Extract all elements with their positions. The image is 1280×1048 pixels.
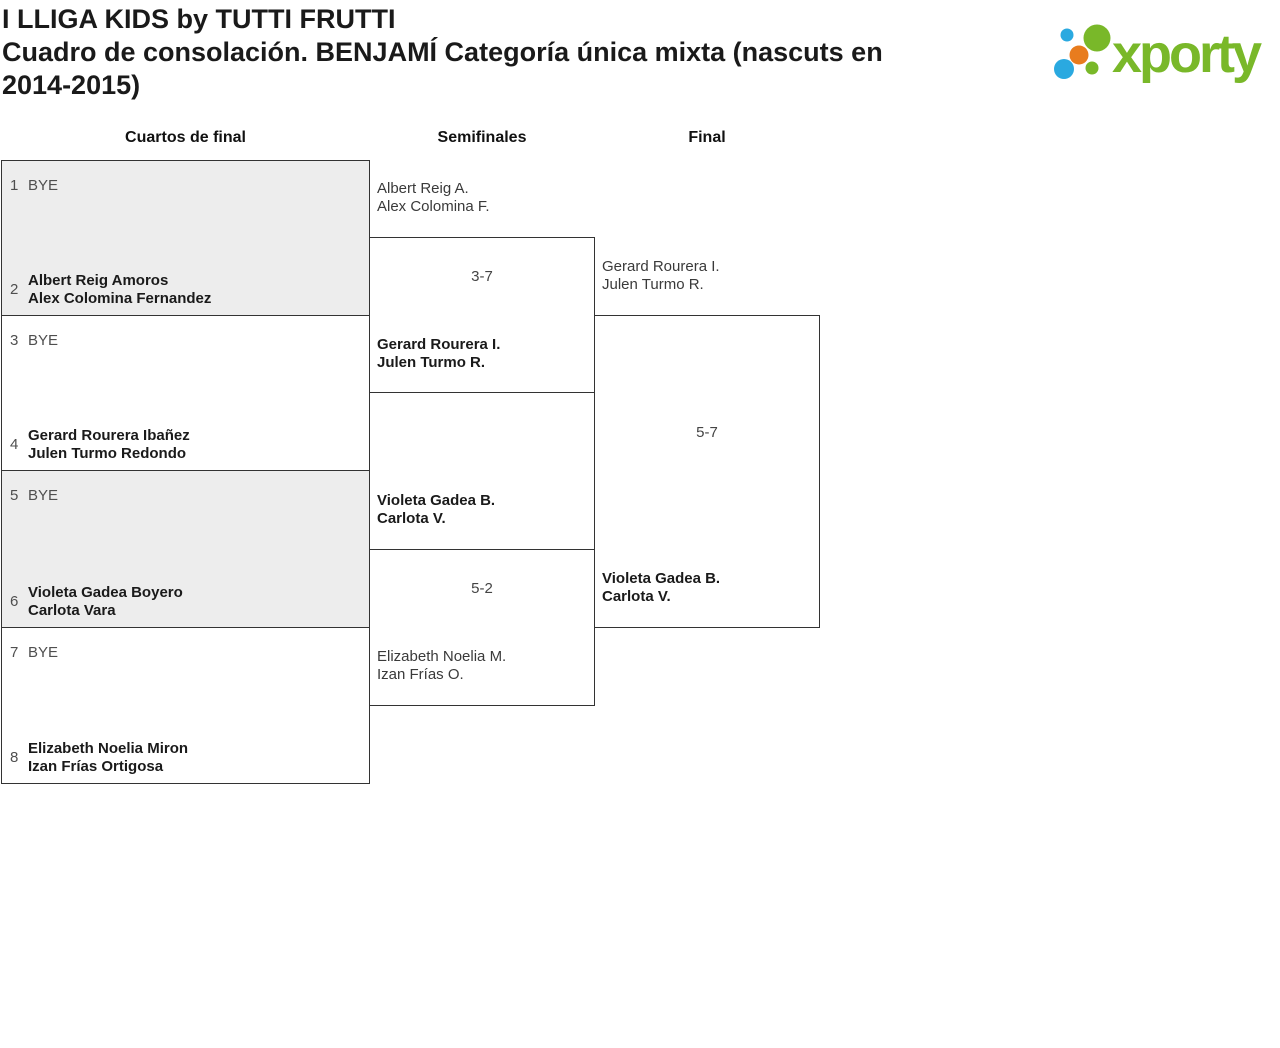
participant-name: Gerard Rourera I. <box>602 258 720 275</box>
participant-name: Elizabeth Noelia Miron <box>28 740 189 757</box>
participant-name: Carlota Vara <box>28 602 116 619</box>
qf-match-1: 1 BYE 2 Albert Reig Amoros Alex Colomina… <box>1 160 370 316</box>
participant-name: Violeta Gadea Boyero <box>28 584 183 601</box>
logo-dots-icon: xporty <box>1054 24 1265 84</box>
participant-name: Gerard Rourera I. <box>377 336 501 353</box>
participant-name: Elizabeth Noelia M. <box>377 648 507 665</box>
match-score: 5-7 <box>696 424 718 441</box>
bye-label: BYE <box>28 644 59 661</box>
seed-number: 8 <box>10 749 19 766</box>
seed-number: 3 <box>10 332 19 349</box>
participant-name: Izan Frías O. <box>377 666 464 683</box>
seed-number: 4 <box>10 436 19 453</box>
seed-number: 1 <box>10 177 19 194</box>
round-header-final: Final <box>688 129 726 146</box>
sf1-top-participant: Albert Reig A. Alex Colomina F. <box>377 180 490 216</box>
final-top-participant: Gerard Rourera I. Julen Turmo R. <box>602 258 720 294</box>
participant-name: Carlota V. <box>602 588 671 605</box>
bye-label: BYE <box>28 332 59 349</box>
match-score: 3-7 <box>471 268 493 285</box>
qf-match-2: 3 BYE 4 Gerard Rourera Ibañez Julen Turm… <box>1 315 370 471</box>
qf-match-4: 7 BYE 8 Elizabeth Noelia Miron Izan Fría… <box>1 627 370 784</box>
participant-name: Alex Colomina Fernandez <box>28 290 212 307</box>
participant-name: Violeta Gadea B. <box>602 570 721 587</box>
round-header-quarterfinals: Cuartos de final <box>125 129 246 146</box>
page-title: I LLIGA KIDS by TUTTI FRUTTI <box>2 4 396 34</box>
participant-pair: Albert Reig Amoros Alex Colomina Fernand… <box>28 272 211 308</box>
logo-wordmark: xporty <box>1112 24 1262 84</box>
seed-number: 6 <box>10 593 19 610</box>
sf1-bottom-participant: Gerard Rourera I. Julen Turmo R. <box>377 336 500 372</box>
participant-pair: Gerard Rourera Ibañez Julen Turmo Redond… <box>28 427 190 463</box>
final-bottom-participant: Violeta Gadea B. Carlota V. <box>602 570 720 606</box>
match-score: 5-2 <box>471 580 493 597</box>
participant-name: Izan Frías Ortigosa <box>28 758 164 775</box>
seed-number: 5 <box>10 487 19 504</box>
participant-name: Gerard Rourera Ibañez <box>28 427 190 444</box>
sf2-top-participant: Violeta Gadea B. Carlota V. <box>377 492 495 528</box>
participant-name: Julen Turmo R. <box>377 354 486 371</box>
participant-name: Julen Turmo Redondo <box>28 445 187 462</box>
participant-name: Julen Turmo R. <box>602 276 704 293</box>
bye-label: BYE <box>28 487 59 504</box>
final-match <box>594 315 820 628</box>
seed-number: 7 <box>10 644 19 661</box>
bye-label: BYE <box>28 177 59 194</box>
participant-name: Violeta Gadea B. <box>377 492 496 509</box>
page-subtitle: Cuadro de consolación. BENJAMÍ Categoría… <box>2 37 883 100</box>
qf-match-3: 5 BYE 6 Violeta Gadea Boyero Carlota Var… <box>1 470 370 628</box>
participant-pair: Elizabeth Noelia Miron Izan Frías Ortigo… <box>28 740 188 776</box>
participant-name: Carlota V. <box>377 510 446 527</box>
participant-name: Albert Reig Amoros <box>28 272 169 289</box>
participant-name: Albert Reig A. <box>377 180 469 197</box>
xporty-logo[interactable]: xporty <box>1046 8 1276 84</box>
sf2-bottom-participant: Elizabeth Noelia M. Izan Frías O. <box>377 648 506 684</box>
participant-name: Alex Colomina F. <box>377 198 490 215</box>
round-header-semifinals: Semifinales <box>437 129 527 146</box>
participant-pair: Violeta Gadea Boyero Carlota Vara <box>28 584 183 620</box>
seed-number: 2 <box>10 281 19 298</box>
